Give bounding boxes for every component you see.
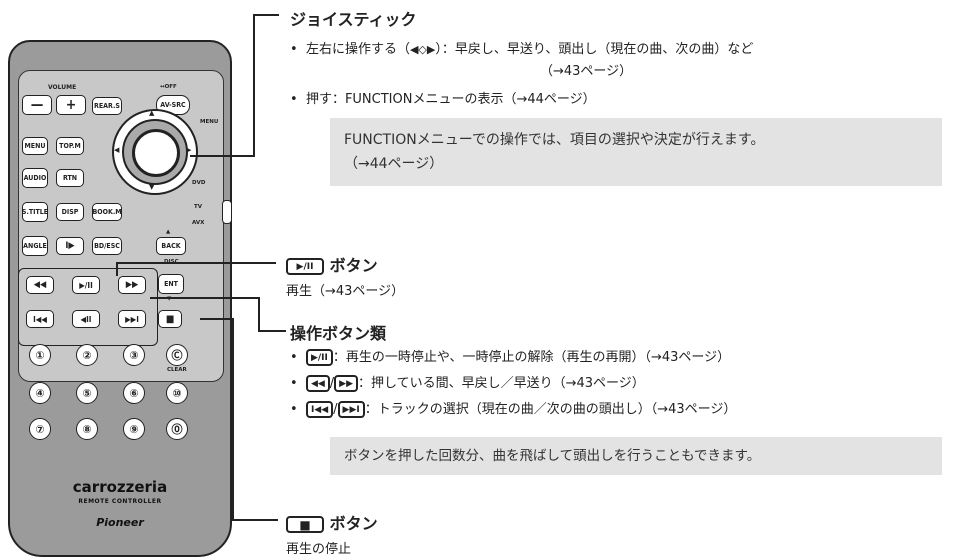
volume-up-button[interactable]: + [56,95,86,115]
remote-controller-label: REMOTE CONTROLLER [78,498,162,505]
ops-bullet-3: • I◀◀/▶▶I：トラックの選択（現在の曲／次の曲の頭出し）（→43ページ） [290,401,737,418]
num-8-button[interactable]: ⑧ [76,418,98,440]
num-1-button[interactable]: ① [29,344,51,366]
joystick-callout-link [190,155,255,157]
joystick-bullet-1-ref: （→43ページ） [540,64,633,79]
rtn-button[interactable]: RTN [56,169,84,187]
disp-button[interactable]: DISP [56,203,84,221]
joystick-down-arrow-icon: ▼ [149,183,155,191]
step-button[interactable]: I▶ [56,237,84,255]
joystick-right-arrow-icon: ▶ [186,146,192,154]
next-track-button[interactable]: ▶▶I [118,310,146,328]
play-desc: 再生（→43ページ） [286,284,405,299]
audio-button[interactable]: AUDIO [22,168,48,188]
ops-next-key-icon: ▶▶I [337,401,365,418]
maker-logo: Pioneer [96,516,144,529]
num-3-button[interactable]: ③ [123,344,145,366]
num-2-button[interactable]: ② [76,344,98,366]
prev-track-button[interactable]: I◀◀ [26,310,54,328]
ops-callout-top [150,297,258,299]
clear-label: CLEAR [167,367,187,373]
ent-down-arrow-icon: ▼ [167,296,172,302]
ops-callout-v [258,297,260,331]
ops-play-key-icon: ▶/II [305,349,333,366]
menu-side-label: MENU [200,119,219,125]
rewind-button[interactable]: ◀◀ [26,276,54,294]
angle-button[interactable]: ANGLE [22,236,48,256]
joystick-bullet-2: • 押す：FUNCTIONメニューの表示（→44ページ） [290,92,596,107]
rear-s-button[interactable]: REAR.S [92,97,122,115]
ops-bullet-2: • ◀◀/▶▶：押している間、早戻し／早送り（→43ページ） [290,375,645,392]
stop-heading: ■ ボタン [286,510,378,534]
avx-label: AVX [192,220,205,226]
num-4-button[interactable]: ④ [29,382,51,404]
off-label: ↔OFF [160,84,177,90]
volume-label: VOLUME [48,84,77,91]
joystick-left-right-icon: ◀◇▶ [409,43,436,56]
top-menu-button[interactable]: TOP.M [56,137,84,155]
ops-ff-key-icon: ▶▶ [334,375,359,392]
joystick-heading: ジョイスティック [290,10,417,29]
ent-button[interactable]: ENT [158,274,184,294]
joystick-bullet-1: • 左右に操作する（◀◇▶）：早戻し、早送り、頭出し（現在の曲、次の曲）など [290,42,754,57]
num-5-button[interactable]: ⑤ [76,382,98,404]
num-9-button[interactable]: ⑨ [123,418,145,440]
tv-label: TV [194,204,203,210]
joystick-note-line-2: （→44ページ） [344,156,444,172]
ops-heading: 操作ボタン類 [290,324,387,343]
remote-upper-panel [18,70,224,382]
slow-button[interactable]: ◀II [72,310,100,328]
play-callout-h [116,262,276,264]
bookmark-button[interactable]: BOOK.M [92,203,122,221]
volume-down-button[interactable]: — [22,95,52,115]
stop-callout-v [232,318,234,520]
num-6-button[interactable]: ⑥ [123,382,145,404]
brand-logo: carrozzeria [72,478,168,496]
joystick-up-arrow-icon: ▲ [149,109,155,117]
stop-callout-top [200,318,234,320]
dvd-label: DVD [192,180,206,186]
num-10-button[interactable]: ⑩ [166,382,188,404]
ops-rewind-key-icon: ◀◀ [305,375,330,392]
joystick-left-arrow-icon: ◀ [114,146,120,154]
ops-callout-h [258,330,286,332]
ops-bullet-1: • ▶/II：再生の一時停止や、一時停止の解除（再生の再開）（→43ページ） [290,349,731,366]
ops-prev-key-icon: I◀◀ [305,401,334,418]
play-heading: ▶/II ボタン [286,252,378,276]
joystick-callout-v [253,14,255,156]
stop-desc: 再生の停止 [286,542,352,557]
play-callout-v [116,262,118,276]
stop-button[interactable]: ■ [158,310,182,328]
stop-key-icon: ■ [286,516,324,533]
joystick-note-line-1: FUNCTIONメニューでの操作では、項目の選択や決定が行えます。 [344,132,765,148]
joystick-knob[interactable] [132,129,180,177]
back-button[interactable]: BACK [156,237,186,255]
clear-button[interactable]: Ⓒ [166,344,188,366]
joystick-callout-h [253,14,279,16]
stop-callout-h [232,519,278,521]
ops-note: ボタンを押した回数分、曲を飛ばして頭出しを行うこともできます。 [330,437,942,475]
play-pause-button[interactable]: ▶/II [72,276,100,294]
back-arrow-icon: ▲ [166,229,171,235]
bd-esc-button[interactable]: BD/ESC [92,237,122,255]
joystick-note: FUNCTIONメニューでの操作では、項目の選択や決定が行えます。 （→44ペー… [330,118,942,186]
num-0-button[interactable]: ⓪ [166,418,188,440]
mode-slider[interactable] [222,200,232,224]
menu-button[interactable]: MENU [22,137,48,155]
fast-forward-button[interactable]: ▶▶ [118,276,146,294]
subtitle-button[interactable]: S.TITLE [22,202,48,222]
num-7-button[interactable]: ⑦ [29,418,51,440]
play-key-icon: ▶/II [286,258,324,275]
